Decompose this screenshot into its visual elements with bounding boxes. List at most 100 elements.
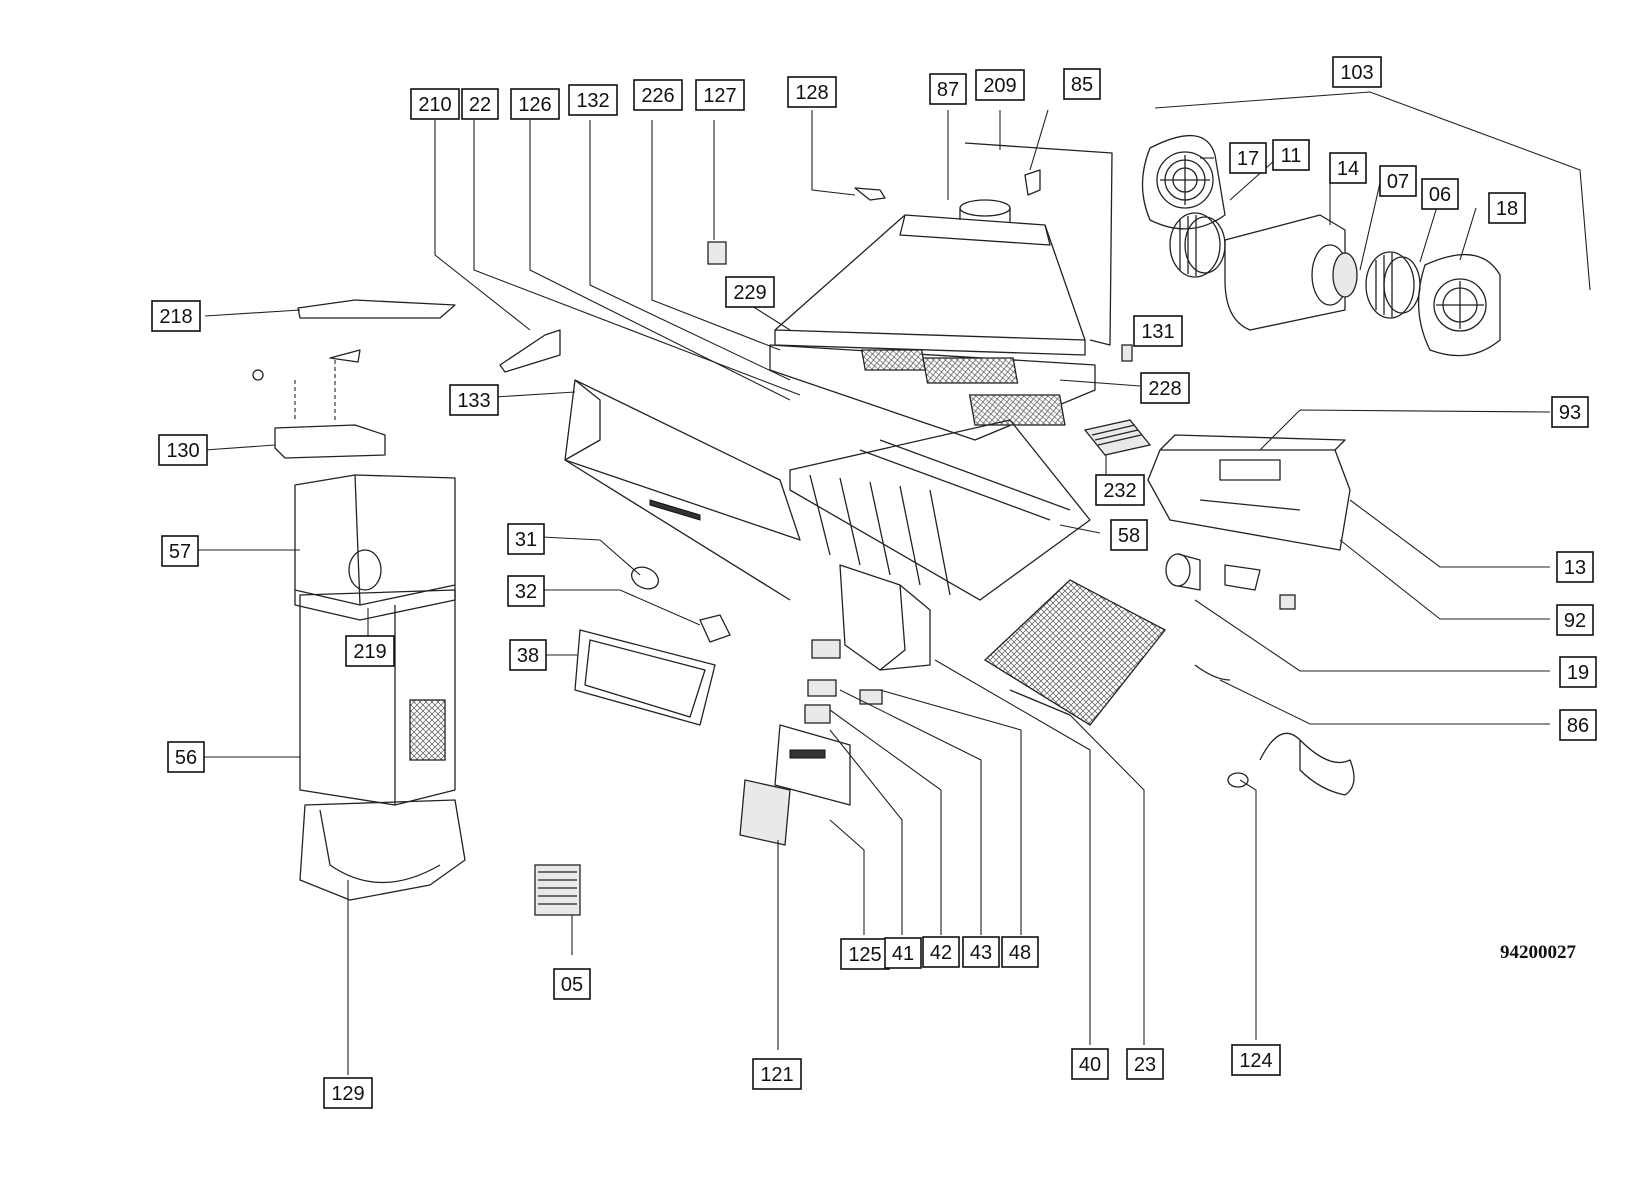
grille-05 [534,864,581,916]
part-label-126: 126 [510,88,560,120]
part-label-box [167,741,205,773]
bracket-130 [252,349,386,459]
part-label-box [553,968,591,1000]
diagram-code: 94200027 [1500,942,1577,963]
part-label-text: 86 [1567,715,1589,737]
part-label-130: 130 [158,434,208,466]
part-label-text: 56 [175,747,197,769]
filter-frame-228 [769,344,1096,441]
bracket-210 [499,329,561,373]
part-label-box [507,523,545,555]
part-label-92: 92 [1556,604,1594,636]
rear-panel-209 [964,142,1113,346]
part-label-17: 17 [1229,142,1267,174]
part-label-text: 85 [1071,74,1093,96]
part-label-box [884,937,922,969]
part-label-40: 40 [1071,1048,1109,1080]
part-label-box [449,384,499,416]
part-label-22: 22 [461,88,499,120]
part-label-127: 127 [695,79,745,111]
part-label-text: 13 [1564,557,1586,579]
impeller-11 [1169,212,1226,278]
part-label-box [345,635,395,667]
motor-14 [1224,214,1358,331]
part-label-text: 126 [518,94,551,116]
part-label-box [1272,139,1310,171]
part-label-131: 131 [1133,315,1183,347]
part-label-text: 219 [353,641,386,663]
part-label-box [323,1077,373,1109]
part-label-text: 232 [1103,480,1136,502]
upper-chimney-57 [294,474,456,621]
part-label-229: 229 [725,276,775,308]
part-label-232: 232 [1095,474,1145,506]
part-label-text: 14 [1337,158,1359,180]
part-label-text: 127 [703,85,736,107]
part-label-text: 38 [517,645,539,667]
part-label-text: 228 [1148,378,1181,400]
part-label-13: 13 [1556,551,1594,583]
part-label-text: 133 [457,390,490,412]
glass-panel-38 [574,629,716,726]
grille-232 [1083,419,1152,456]
switches-41-48 [804,639,883,724]
part-label-box [1556,551,1594,583]
part-label-text: 57 [169,541,191,563]
part-label-58: 58 [1110,519,1148,551]
part-label-box [1379,165,1417,197]
impeller-06 [1365,251,1421,319]
part-label-box [975,69,1025,101]
part-label-box [158,434,208,466]
part-label-text: 18 [1496,198,1518,220]
part-label-box [568,84,618,116]
control-box-92 [1147,434,1351,551]
part-label-text: 32 [515,581,537,603]
part-label-text: 131 [1141,321,1174,343]
part-label-box [461,88,499,120]
part-label-text: 07 [1387,171,1409,193]
part-label-box [151,300,201,332]
part-label-18: 18 [1488,192,1526,224]
part-label-text: 229 [733,282,766,304]
part-label-38: 38 [509,639,547,671]
part-drawings [193,91,1591,1075]
power-cable-86 [1194,664,1355,796]
part-label-box [725,276,775,308]
part-label-box [1551,396,1589,428]
part-label-text: 210 [418,94,451,116]
part-label-125: 125 [840,938,890,970]
part-label-text: 58 [1118,525,1140,547]
hood-canopy-87 [774,199,1086,356]
clip-85 [1024,169,1041,196]
part-label-box [1332,56,1382,88]
part-label-box [752,1058,802,1090]
part-label-19: 19 [1559,656,1597,688]
part-label-132: 132 [568,84,618,116]
part-label-box [1556,604,1594,636]
part-label-11: 11 [1272,139,1310,171]
diffuser-129 [299,799,466,901]
group-bracket-103 [1154,91,1591,291]
part-label-text: 17 [1237,148,1259,170]
part-label-box [1329,152,1367,184]
part-label-text: 125 [848,944,881,966]
part-label-box [787,76,837,108]
part-label-text: 130 [166,440,199,462]
part-label-box [1421,178,1459,210]
part-label-85: 85 [1063,68,1101,100]
part-label-text: 121 [760,1064,793,1086]
grease-tray-58 [789,419,1091,601]
part-label-text: 93 [1559,402,1581,424]
part-label-219: 219 [345,635,395,667]
part-label-box [1126,1048,1164,1080]
clip-127 [707,241,727,265]
part-label-48: 48 [1001,936,1039,968]
panel-121 [739,779,791,846]
part-label-text: 124 [1239,1050,1272,1072]
part-label-57: 57 [161,535,199,567]
part-label-text: 05 [561,974,583,996]
part-label-42: 42 [922,936,960,968]
capacitor-19 [1165,553,1296,610]
part-label-31: 31 [507,523,545,555]
